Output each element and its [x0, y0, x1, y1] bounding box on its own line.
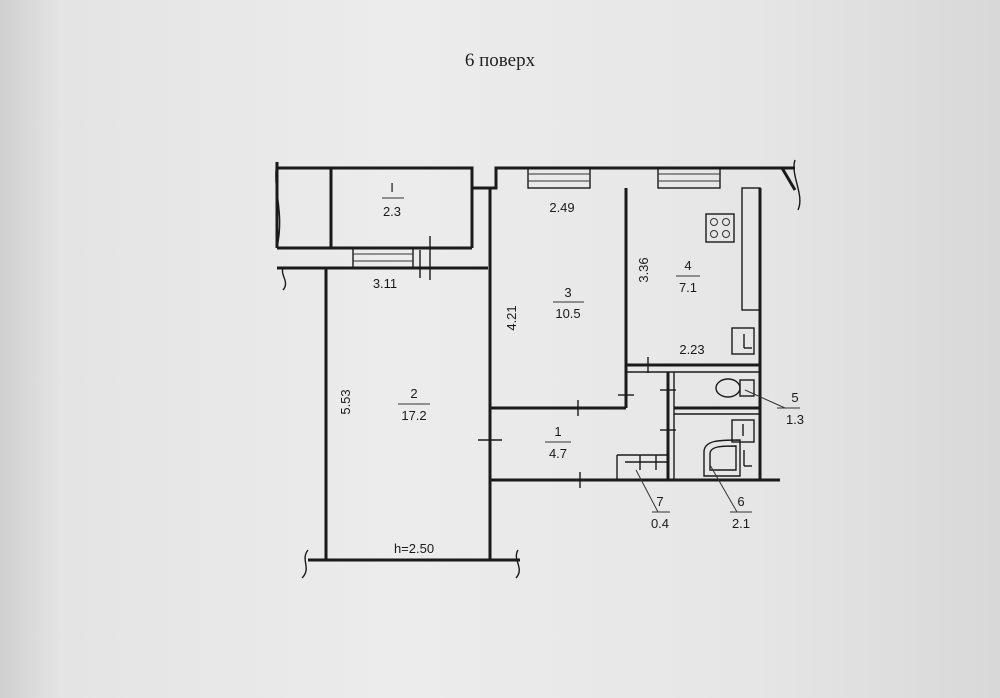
- room-4-label: 4 7.1: [676, 258, 700, 295]
- door-marks: [419, 236, 676, 488]
- svg-text:7.1: 7.1: [679, 280, 697, 295]
- room-2-label: 2 17.2: [398, 386, 430, 423]
- svg-text:3: 3: [564, 285, 571, 300]
- room-labels: I 2.3 3 10.5 4 7.1 2 17.2 1: [382, 180, 804, 531]
- room-5-label: 5 1.3: [786, 390, 804, 427]
- dim-kitchen-depth: 3.36: [636, 257, 651, 282]
- room-1-label: 1 4.7: [545, 424, 571, 461]
- dim-room2-depth: 5.53: [338, 389, 353, 414]
- svg-text:1: 1: [554, 424, 561, 439]
- outer-walls: [275, 159, 801, 579]
- svg-text:4: 4: [684, 258, 691, 273]
- ceiling-height: h=2.50: [394, 541, 434, 556]
- room-3-label: 3 10.5: [553, 285, 584, 321]
- svg-text:7: 7: [656, 494, 663, 509]
- interior-walls: [490, 187, 761, 480]
- dim-hall-width: 2.23: [679, 342, 704, 357]
- dim-room3-depth: 4.21: [504, 305, 519, 330]
- floor-title: 6 поверх: [464, 50, 536, 71]
- windows: [352, 167, 721, 269]
- svg-text:10.5: 10.5: [555, 306, 580, 321]
- svg-text:2.3: 2.3: [383, 204, 401, 219]
- dimension-labels: 3.11 2.49 4.21 3.36 2.23 5.53 h=2.50: [338, 200, 705, 556]
- svg-text:4.7: 4.7: [549, 446, 567, 461]
- svg-text:0.4: 0.4: [651, 516, 669, 531]
- svg-text:2.1: 2.1: [732, 516, 750, 531]
- bath-sink-icon: [731, 419, 755, 443]
- svg-text:6: 6: [737, 494, 744, 509]
- kitchen-sink-icon: [731, 327, 755, 355]
- leader-lines: [635, 389, 800, 513]
- svg-text:2: 2: [410, 386, 417, 401]
- dim-room3-width: 2.49: [549, 200, 574, 215]
- room-balcony-label: I 2.3: [382, 180, 404, 219]
- room-6-label: 6 2.1: [732, 494, 750, 531]
- svg-text:1.3: 1.3: [786, 412, 804, 427]
- toilet-icon: [715, 378, 755, 398]
- dim-balcony-width: 3.11: [373, 276, 397, 291]
- room-7-label: 7 0.4: [651, 494, 669, 531]
- bathtub-icon: [703, 439, 752, 477]
- svg-text:I: I: [390, 180, 394, 195]
- svg-text:17.2: 17.2: [401, 408, 426, 423]
- stove-icon: [705, 213, 735, 243]
- svg-text:5: 5: [791, 390, 798, 405]
